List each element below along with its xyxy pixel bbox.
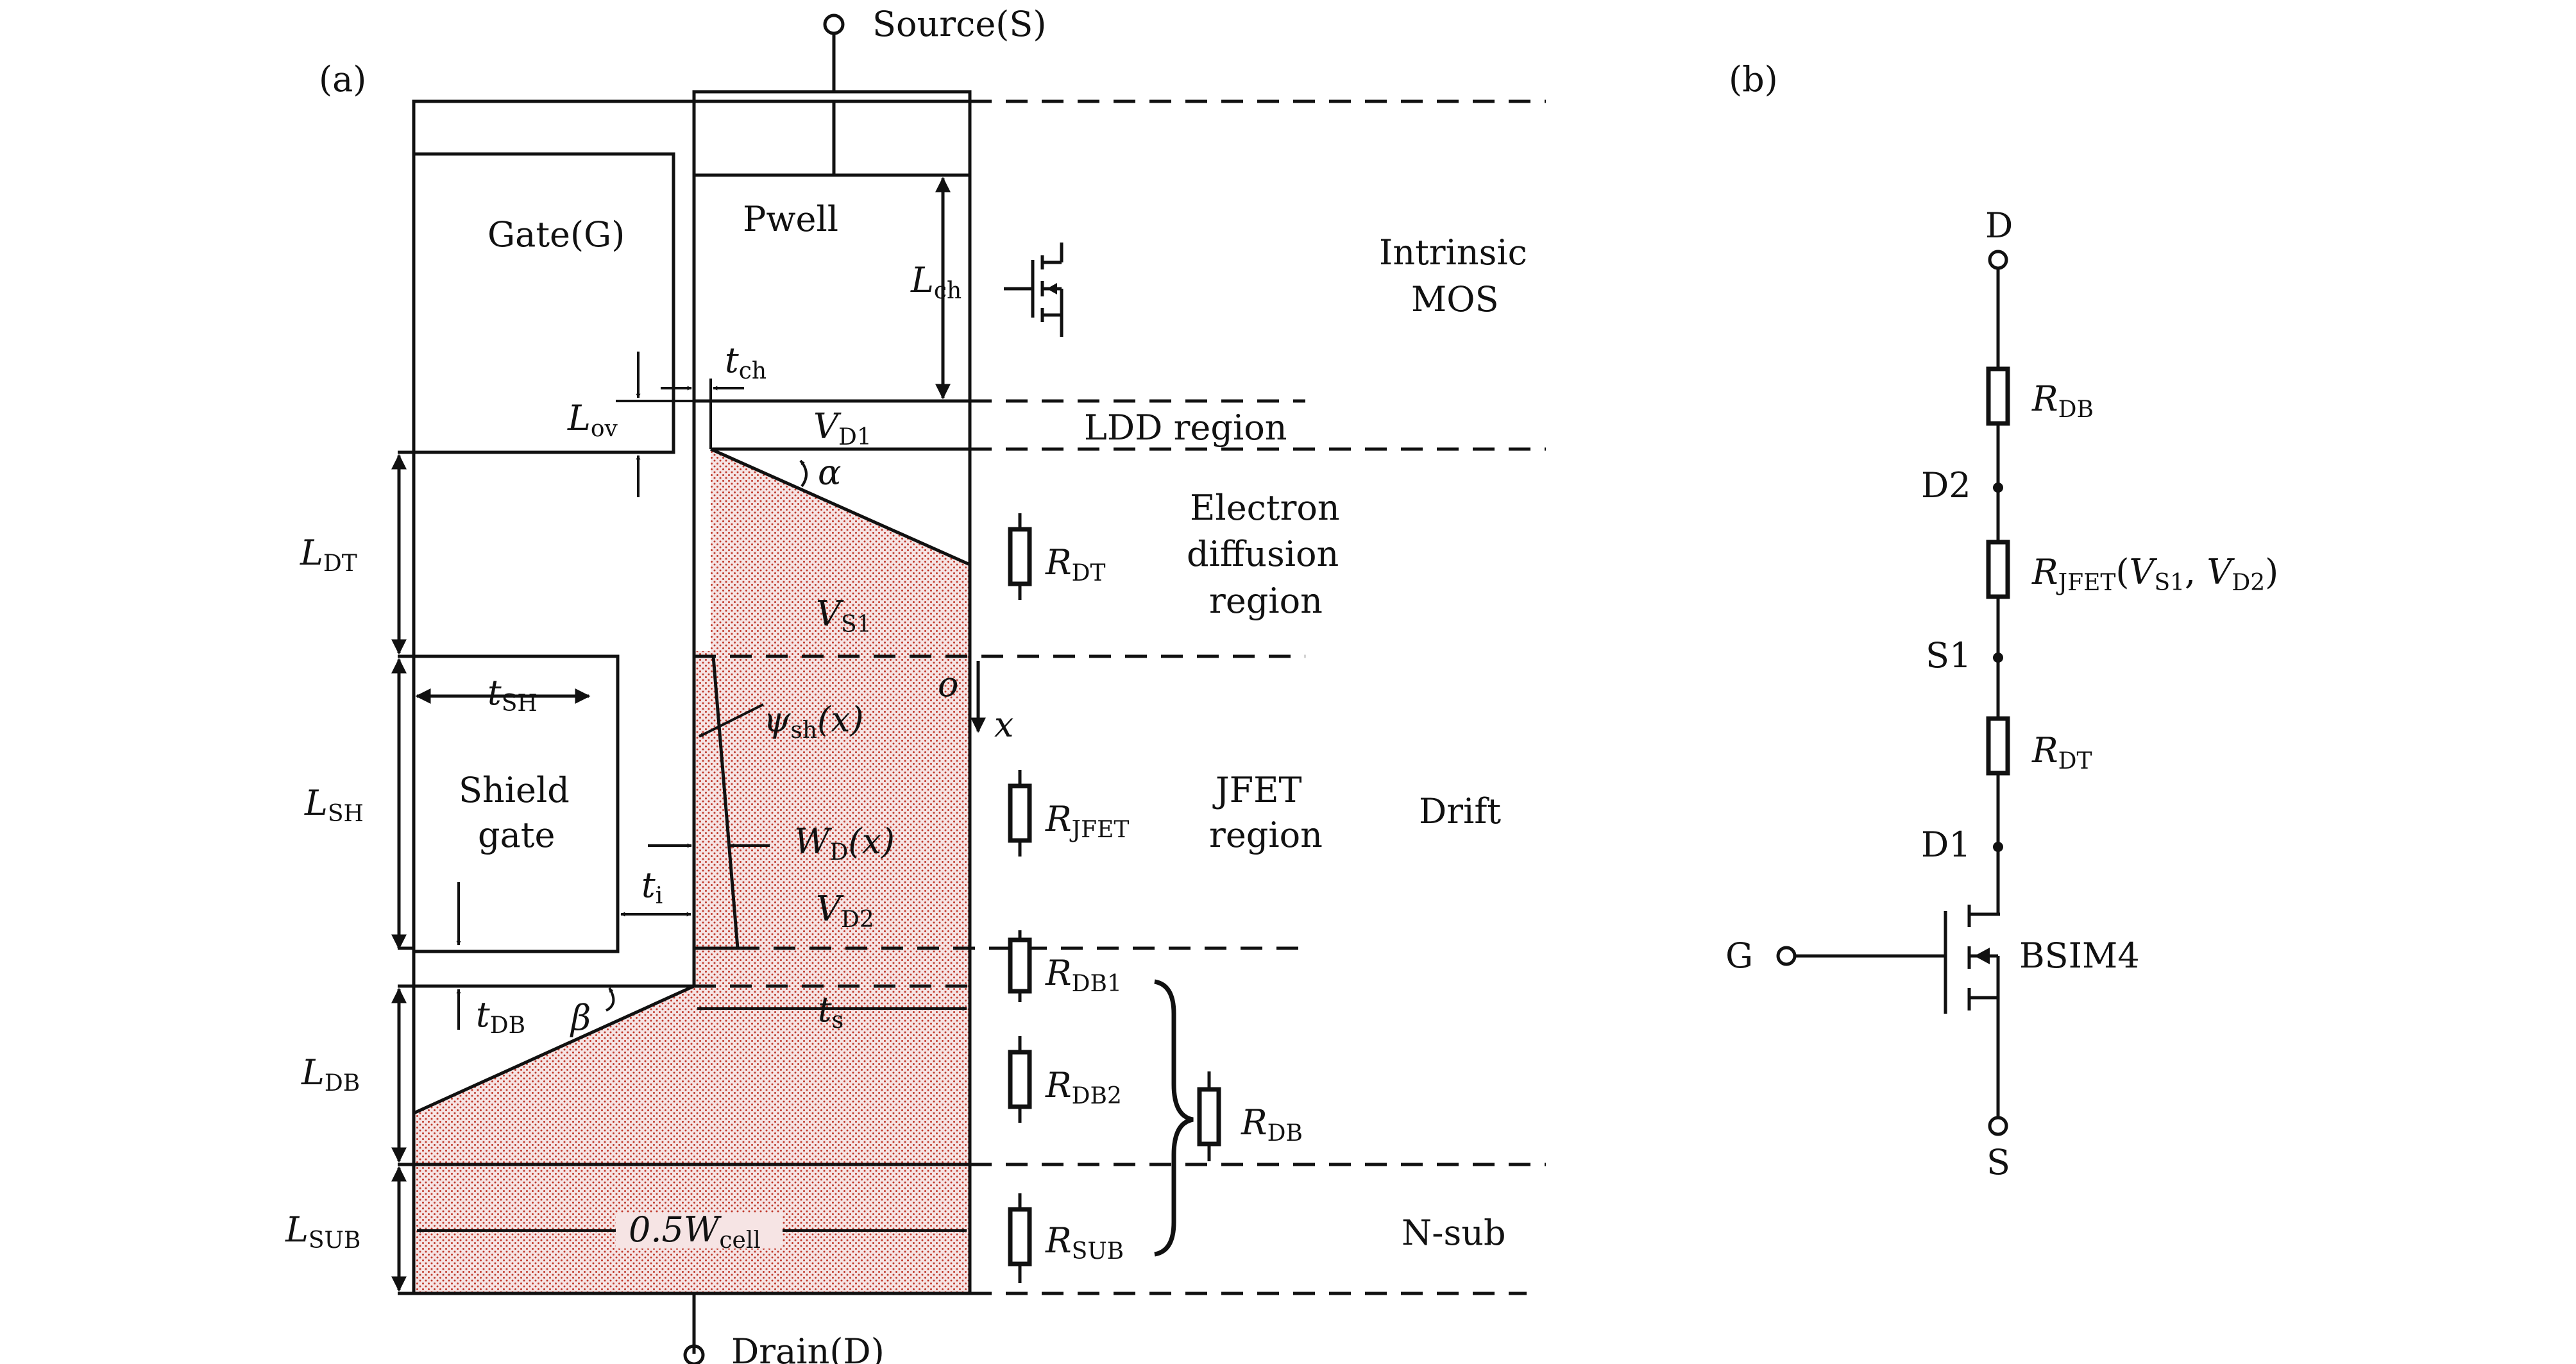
rdt-label: RDT xyxy=(1045,542,1106,586)
gate-label: Gate(G) xyxy=(487,214,625,255)
gate-electrode xyxy=(412,152,675,454)
beta-label: β xyxy=(570,998,591,1038)
alpha-label: α xyxy=(818,452,841,493)
x-axis-label: x xyxy=(994,704,1013,745)
rjfet-label: RJFET xyxy=(1045,799,1129,843)
region-ed-1: Electron xyxy=(1190,488,1340,528)
psi-label: ψsh(x) xyxy=(763,699,864,744)
wcell-label: 0.5Wcell xyxy=(629,1209,761,1254)
bsim4-mosfet-symbol xyxy=(1796,866,2000,1116)
region-ldd: LDD region xyxy=(1084,407,1287,448)
region-intrinsic-2: MOS xyxy=(1411,279,1499,320)
drift-region-fill xyxy=(414,449,970,1293)
tsh-label: tSH xyxy=(487,672,538,717)
rdb-label: RDB xyxy=(1241,1102,1303,1147)
node-d-label: D xyxy=(1985,205,2013,246)
node-d1-dot xyxy=(1993,842,2003,852)
lsub-label: LSUB xyxy=(285,1209,360,1254)
rdb2-label: RDB2 xyxy=(1045,1065,1122,1109)
panel-a: (a) Source(S) Gate(G) Pwell Lch xyxy=(285,4,1546,1364)
ti-label: ti xyxy=(641,865,663,909)
panel-b-label: (b) xyxy=(1729,59,1778,99)
resistor-rsub xyxy=(1008,1193,1032,1283)
mosfet-symbol-small xyxy=(1004,243,1063,337)
shield-gate xyxy=(412,654,620,953)
shield-label-2: gate xyxy=(478,815,555,855)
source-label: Source(S) xyxy=(872,4,1046,44)
resistor-rdb xyxy=(1197,1071,1221,1161)
pwell-label: Pwell xyxy=(743,199,838,239)
rsub-label: RSUB xyxy=(1045,1220,1124,1265)
source-terminal xyxy=(823,13,845,35)
bsim4-label: BSIM4 xyxy=(2019,935,2140,976)
resistor-rdb1 xyxy=(1008,930,1032,1002)
node-s1-dot xyxy=(1993,652,2003,663)
rdt-b-label: RDT xyxy=(2031,730,2092,774)
resistor-rjfet xyxy=(1008,770,1032,857)
resistor-rdb2 xyxy=(1008,1036,1032,1123)
node-g-terminal xyxy=(1776,946,1797,966)
panel-a-label: (a) xyxy=(319,59,366,99)
origin-label: o xyxy=(938,664,959,704)
node-s-label: S xyxy=(1987,1142,2010,1182)
ldb-label: LDB xyxy=(301,1052,360,1096)
ts-label: ts xyxy=(818,989,843,1034)
region-ed-2: diffusion xyxy=(1187,534,1339,574)
region-intrinsic-1: Intrinsic xyxy=(1379,232,1527,273)
vd1-label: VD1 xyxy=(813,406,872,450)
vs1-label: VS1 xyxy=(816,593,872,638)
ldt-label: LDT xyxy=(300,533,357,577)
resistor-b-rjfet xyxy=(1986,540,2010,599)
lsh-label: LSH xyxy=(304,783,364,827)
wd-label: WD(x) xyxy=(794,821,895,865)
panel-b: (b) D RDB D2 RJFET(VS1, VD2) S1 RDT D1 xyxy=(1725,59,2278,1182)
source-contact xyxy=(692,90,972,177)
resistor-b-rdb xyxy=(1986,366,2010,426)
tdb-label: tDB xyxy=(476,994,525,1039)
node-d1-label: D1 xyxy=(1921,824,1971,865)
region-jfet-1: JFET xyxy=(1212,770,1302,810)
drain-label: Drain(D) xyxy=(731,1331,885,1364)
node-d2-label: D2 xyxy=(1921,465,1971,506)
node-s-terminal xyxy=(1988,1116,2008,1136)
rjfet-b-label: RJFET(VS1, VD2) xyxy=(2031,552,2278,596)
region-ed-3: region xyxy=(1209,581,1323,621)
shield-label-1: Shield xyxy=(459,770,570,810)
drain-terminal xyxy=(683,1344,705,1364)
rdb-b-label: RDB xyxy=(2031,379,2094,423)
lov-label: Lov xyxy=(567,398,618,442)
lch-label: Lch xyxy=(910,260,962,304)
node-s1-label: S1 xyxy=(1926,635,1971,676)
node-g-label: G xyxy=(1725,935,1753,976)
rdb1-label: RDB1 xyxy=(1045,953,1122,997)
node-d-terminal xyxy=(1988,250,2008,270)
tch-label: tch xyxy=(725,340,767,384)
region-nsub: N-sub xyxy=(1402,1213,1506,1253)
region-drift: Drift xyxy=(1419,791,1501,831)
resistor-b-rdt xyxy=(1986,716,2010,776)
node-d2-dot xyxy=(1993,482,2003,493)
vd2-label: VD2 xyxy=(816,889,874,933)
rdb-brace xyxy=(1154,979,1194,1257)
region-jfet-2: region xyxy=(1209,815,1323,855)
resistor-rdt xyxy=(1008,513,1032,600)
